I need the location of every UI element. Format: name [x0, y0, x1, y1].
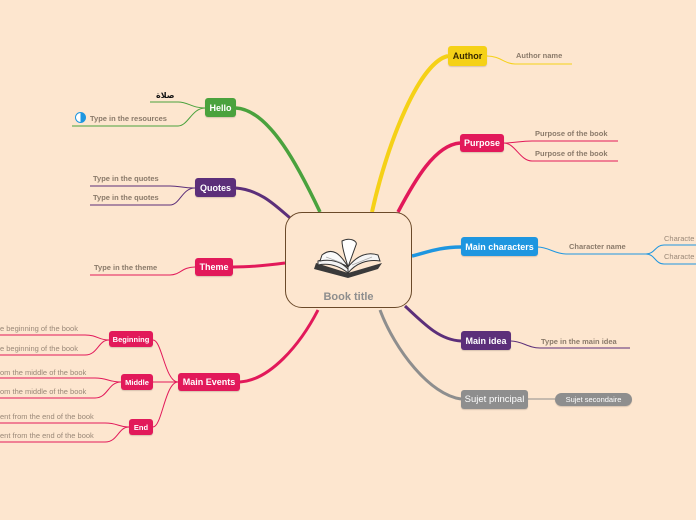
branch-theme	[233, 263, 285, 267]
quotes-child-2[interactable]: Type in the quotes	[93, 193, 159, 202]
central-topic-title: Book title	[286, 291, 411, 303]
sujet-secondaire-node[interactable]: Sujet secondaire	[555, 393, 632, 406]
central-topic[interactable]: Book title	[285, 212, 412, 308]
author-name-text[interactable]: Author name	[516, 51, 562, 60]
quotes-child-1[interactable]: Type in the quotes	[93, 174, 159, 183]
end-child-1[interactable]: ent from the end of the book	[0, 412, 94, 421]
purpose-node[interactable]: Purpose	[460, 134, 504, 152]
middle-child-2[interactable]: om the middle of the book	[0, 387, 86, 396]
arabic-text[interactable]: صلاة	[156, 91, 175, 100]
author-node[interactable]: Author	[448, 46, 487, 66]
character-child-1[interactable]: Characte	[664, 234, 694, 243]
hello-node[interactable]: Hello	[205, 98, 236, 117]
open-book-icon	[312, 233, 386, 279]
branch-sujet	[380, 310, 461, 399]
main-events-node[interactable]: Main Events	[178, 373, 240, 391]
beginning-child-2[interactable]: e beginning of the book	[0, 344, 78, 353]
beginning-node[interactable]: Beginning	[109, 331, 153, 347]
middle-node[interactable]: Middle	[121, 374, 153, 390]
sujet-principal-node[interactable]: Sujet principal	[461, 390, 528, 409]
theme-text[interactable]: Type in the theme	[94, 263, 157, 272]
branch-characters	[412, 247, 461, 256]
middle-child-1[interactable]: om the middle of the book	[0, 368, 86, 377]
resources-text[interactable]: Type in the resources	[90, 114, 167, 123]
quotes-node[interactable]: Quotes	[195, 178, 236, 197]
purpose-child-2[interactable]: Purpose of the book	[535, 149, 608, 158]
half-circle-icon	[75, 112, 86, 123]
character-name-text[interactable]: Character name	[569, 242, 626, 251]
character-child-2[interactable]: Characte	[664, 252, 694, 261]
end-child-2[interactable]: ent from the end of the book	[0, 431, 94, 440]
branch-purpose	[398, 143, 460, 212]
main-idea-node[interactable]: Main idea	[461, 331, 511, 350]
beginning-child-1[interactable]: e beginning of the book	[0, 324, 78, 333]
main-idea-text[interactable]: Type in the main idea	[541, 337, 617, 346]
purpose-child-1[interactable]: Purpose of the book	[535, 129, 608, 138]
branch-quotes	[236, 188, 290, 218]
theme-node[interactable]: Theme	[195, 258, 233, 276]
end-node[interactable]: End	[129, 419, 153, 435]
branch-mainidea	[405, 306, 461, 341]
main-characters-node[interactable]: Main characters	[461, 237, 538, 256]
branch-hello	[236, 108, 320, 212]
branch-events	[240, 310, 318, 382]
